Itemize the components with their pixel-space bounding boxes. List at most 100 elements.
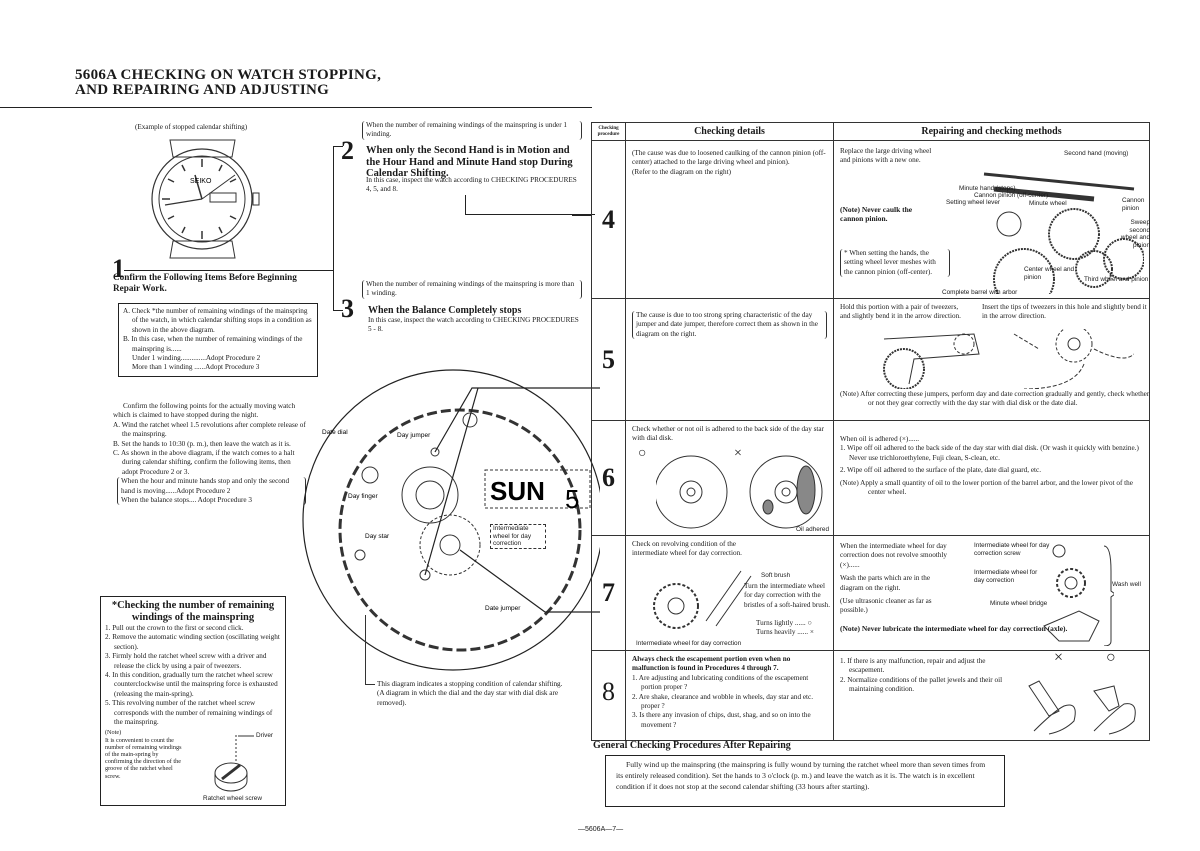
confirm-points: Confirm the following points for the act… bbox=[113, 402, 306, 506]
windings-step: 4. In this condition, gradually turn the… bbox=[105, 671, 278, 698]
row-8-item: 1. Are adjusting and lubricating conditi… bbox=[632, 673, 809, 692]
windings-step: 2. Remove the automatic winding section … bbox=[105, 633, 280, 651]
table-row-8: 8 Always check the escapement portion ev… bbox=[591, 649, 1150, 741]
step-connector-vertical bbox=[333, 146, 334, 311]
row-7-method: Wash the parts which are in the diagram … bbox=[840, 574, 931, 592]
note-label: (Note) bbox=[105, 729, 122, 737]
day-finger-label: Day finger bbox=[348, 493, 378, 500]
date-window-text: 5 bbox=[565, 484, 579, 514]
step-1-heading: Confirm the Following Items Before Begin… bbox=[113, 272, 297, 293]
movement-caption-line: This diagram indicates a stopping condit… bbox=[377, 680, 563, 688]
watch-illustration: SEIKO bbox=[151, 139, 260, 259]
windings-check-box: A. Check *the number of remaining windin… bbox=[118, 303, 318, 377]
row-6-method-intro: When oil is adhered (×)...... bbox=[840, 435, 920, 443]
ratchet-screw-illustration bbox=[214, 735, 254, 792]
procedure-number: 5 bbox=[602, 344, 615, 374]
step-3-condition: When the number of remaining windings of… bbox=[362, 280, 582, 299]
day-star-label: Day star bbox=[365, 533, 390, 540]
row-5-method-left: Hold this portion with a pair of tweezer… bbox=[840, 303, 961, 321]
pallet-jewel-illustration bbox=[1028, 680, 1136, 735]
brush-wheel-illustration bbox=[653, 570, 752, 629]
table-row-7: 7 Check on revolving condition of the in… bbox=[591, 535, 1150, 651]
table-row-4: 4 (The cause was due to loosened caulkin… bbox=[591, 140, 1150, 299]
step-3-number: 3 bbox=[341, 294, 354, 323]
step-2-condition: When the number of remaining windings of… bbox=[362, 121, 582, 140]
movement-caption-line: (A diagram in which the dial and the day… bbox=[377, 689, 559, 707]
watch-brand: SEIKO bbox=[190, 178, 212, 185]
general-procedure-text: Fully wind up the mainspring (the mainsp… bbox=[605, 755, 1005, 807]
connector-3 bbox=[333, 310, 343, 311]
title-line-1: 5606A CHECKING ON WATCH STOPPING, bbox=[75, 67, 382, 83]
row-4-bracket: * When setting the hands, the setting wh… bbox=[840, 249, 950, 278]
row-7-method: (Use ultrasonic cleaner as far as possib… bbox=[840, 597, 932, 615]
page-title: 5606A CHECKING ON WATCH STOPPING, AND RE… bbox=[75, 68, 381, 98]
turns-heavily: Turns heavily ...... × bbox=[756, 628, 814, 636]
movement-caption: This diagram indicates a stopping condit… bbox=[377, 680, 577, 708]
confirm-intro: Confirm the following points for the act… bbox=[113, 402, 296, 420]
windings-step: 1. Pull out the crown to the first or se… bbox=[105, 624, 244, 632]
step-3-text: In this case, inspect the watch accordin… bbox=[368, 316, 579, 334]
row-6-note: (Note) Apply a small quantity of oil to … bbox=[840, 478, 1133, 497]
checking-procedure-table: Checking procedure Checking details Repa… bbox=[591, 122, 1150, 741]
row-7-turn: Turn the intermediate wheel for day corr… bbox=[744, 582, 831, 609]
step-2-heading: When only the Second Hand is in Motion a… bbox=[366, 145, 573, 179]
parts-illustration bbox=[1043, 544, 1114, 646]
procedure-number: 6 bbox=[602, 463, 615, 492]
date-dial-label: Date dial bbox=[322, 429, 348, 436]
step2-connector bbox=[465, 195, 595, 215]
wash-well-label: Wash well bbox=[1112, 581, 1141, 588]
intermediate-wheel-label: Intermediate wheel for day correction bbox=[490, 524, 546, 549]
ok-mark: ○ bbox=[638, 446, 647, 461]
label-minute-hand: Minute hand (stops) bbox=[959, 185, 1016, 192]
check-item-a: A. Check *the number of remaining windin… bbox=[123, 307, 312, 334]
connector-2 bbox=[333, 146, 343, 147]
windings-note: It is convenient to count the number of … bbox=[105, 736, 182, 780]
driver-label: Driver bbox=[256, 732, 274, 739]
row-8-method: 2. Normalize conditions of the pallet je… bbox=[840, 675, 1003, 694]
row-6-item: 2. Wipe off oil adhered to the surface o… bbox=[840, 466, 1042, 475]
row-7-note: (Note) Never lubricate the intermediate … bbox=[840, 623, 1068, 633]
confirm-item: B. Set the hands to 10:30 (p. m.), then … bbox=[113, 439, 291, 448]
windings-step: 3. Firmly hold the ratchet wheel screw w… bbox=[105, 652, 267, 670]
title-rule bbox=[0, 107, 592, 108]
row-6-item: 1. Wipe off oil adhered to the back side… bbox=[840, 444, 1139, 462]
confirm-bracket-item: When the hour and minute hands stop and … bbox=[121, 477, 290, 495]
label-second-hand: Second hand (moving) bbox=[1064, 150, 1129, 157]
label-center-wheel: Center wheel and pinion bbox=[1024, 266, 1075, 281]
col-procedure-header: Checking procedure bbox=[591, 122, 626, 141]
step-2-number: 2 bbox=[341, 136, 354, 165]
label-sweep-second-wheel: Sweep second wheel and pinion bbox=[1120, 219, 1150, 249]
day-star-disk-illustration bbox=[656, 455, 823, 529]
row-7-details: Check on revolving condition of the inte… bbox=[632, 540, 742, 558]
screw-label: Intermediate wheel for day correction sc… bbox=[974, 542, 1050, 557]
day-window-text: SUN bbox=[490, 476, 545, 506]
general-heading: General Checking Procedures After Repair… bbox=[593, 740, 791, 751]
row-5-details: The cause is due to too strong spring ch… bbox=[632, 311, 827, 340]
table-row-6: 6 Check whether or not oil is adhered to… bbox=[591, 420, 1150, 536]
row-5-method-right: Insert the tips of tweezers in this hole… bbox=[982, 303, 1147, 321]
intermediate-wheel-label: Intermediate wheel for day correction bbox=[636, 640, 742, 647]
col-methods-header: Repairing and checking methods bbox=[833, 122, 1150, 141]
row-6-details: Check whether or not oil is adhered to t… bbox=[632, 425, 825, 443]
procedure-number: 7 bbox=[602, 578, 615, 607]
row-5-note: (Note) After correcting these jumpers, p… bbox=[840, 390, 1150, 408]
row-8-details-head: Always check the escapement portion even… bbox=[632, 655, 791, 673]
table-row-5: 5 The cause is due to too strong spring … bbox=[591, 298, 1150, 421]
page-number: —5606A—7— bbox=[578, 826, 624, 833]
windings-heading: *Checking the number of remaining windin… bbox=[111, 600, 275, 623]
label-third-wheel: Third wheel and pinion bbox=[1084, 276, 1149, 283]
step-2-text: In this case, inspect the watch accordin… bbox=[366, 176, 577, 194]
row-4-note: (Note) Never caulk the cannon pinion. bbox=[840, 205, 913, 224]
connector-4 bbox=[572, 215, 592, 216]
windings-step: 5. This revolving number of the ratchet … bbox=[105, 699, 273, 727]
step1-connector bbox=[124, 270, 334, 271]
row-4-method: Replace the large driving wheel and pini… bbox=[840, 147, 932, 165]
check-item-b: B. In this case, when the number of rema… bbox=[123, 335, 303, 353]
label-complete-barrel: Complete barrel with arbor bbox=[942, 289, 1018, 296]
ng-mark: × bbox=[734, 446, 742, 461]
row-7-method: When the intermediate wheel for day corr… bbox=[840, 542, 947, 569]
step-1-number: 1 bbox=[112, 254, 125, 283]
row-4-details: (The cause was due to loosened caulking … bbox=[625, 140, 834, 299]
example-caption: (Example of stopped calendar shifting) bbox=[135, 123, 248, 131]
oil-adhered-label: Oil adhered bbox=[795, 525, 829, 533]
